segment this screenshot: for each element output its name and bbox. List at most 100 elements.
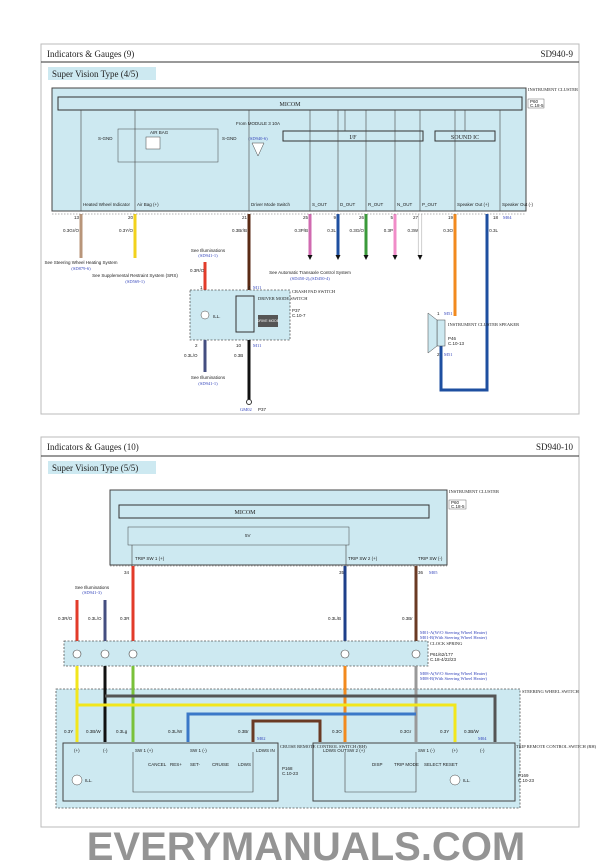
connector-id: M51 [444,352,453,357]
cruise-button-label: LDWS [238,762,251,767]
illum-note-top: See Illuminations [191,248,226,253]
wire-label: 0.3L/O [184,353,198,358]
ill-label: ILL. [85,778,93,783]
pin-number: 1 [200,285,203,290]
trip-ref: P169 [518,773,529,778]
terminal-label: (+) [452,748,458,753]
wire-label: 0.3L/O [88,616,102,621]
terminal-label: LDWS OUT [323,748,347,753]
pin-number: 10 [236,343,242,348]
trip-sw1-label: TRIP SW 1 (+) [135,556,165,561]
bottom-title: Indicators & Gauges (10) [47,442,139,452]
pin-function-label: P_OUT [422,202,437,207]
illum-ref[interactable]: (SD941-3) [82,590,102,595]
pin-number: 21 [242,215,248,220]
wire-label: 0.3W [407,228,418,233]
airbag-label: AIR BAG [150,130,169,135]
clock-spring-coil-icon [72,649,82,659]
top-code: SD940-9 [540,49,573,59]
atcs-ref[interactable]: (SD450-2),(SD450-4) [290,276,330,282]
wire-label: 0.3Y [64,729,73,734]
clock-ref: P61/62/177 [430,652,454,657]
bottom-code: SD940-10 [536,442,574,452]
watermark: EVERYMANUALS.COM [87,825,526,866]
pin-function-label: D_OUT [340,202,356,207]
ill-label: ILL. [213,314,221,319]
wire-label: 0.3P/B [294,228,308,233]
system-ref[interactable]: (SD879-6) [71,266,91,271]
terminal-label: SW 2 (+) [347,748,365,753]
pin-function-label: Driver Mode Switch [251,202,291,207]
crash-pad-label: CRASH PAD SWITCH [292,289,336,294]
system-ref[interactable]: (SD569-1) [125,279,145,284]
connector-id: M11 [253,343,261,348]
micom-label-2: MICOM [234,510,256,516]
driver-mode-label: DRIVER MODE SWITCH [258,296,308,301]
5v-label: 5V [245,533,251,538]
wire-label: 0.3Gr/O [63,228,80,233]
pin-function-label: Air Bag (+) [137,202,159,207]
clock-spring-coil-icon [128,649,138,659]
pin-number: 9 [333,215,336,220]
speaker-label: INSTRUMENT CLUSTER SPEAKER [448,322,519,327]
top-diagram: Indicators & Gauges (9) SD940-9 Super Vi… [40,43,580,415]
terminal-label: SW 1 (+) [135,748,153,753]
pin-number: 5 [390,215,393,220]
connector-id: M04 [478,736,487,741]
terminal-label: SW 1 (-) [190,748,207,753]
pin-function-label: Speaker Out (-) [502,202,534,207]
top-title: Indicators & Gauges (9) [47,49,134,59]
steering-wheel-switch-label: STEERING WHEEL SWITCH [522,689,579,694]
pin-function-label: R_OUT [368,202,384,207]
driver-mode-switch-symbol [235,295,255,333]
cruise-button-label: CRUISE [212,762,229,767]
speaker-ref: P46 [448,336,457,341]
bottom-section: Super Vision Type (5/5) [52,463,138,473]
cluster-ref2: C.18-5 [530,103,544,108]
connector-id: M51 [444,311,453,316]
ground-ref: P37 [258,407,267,412]
wire-label: 0.3L/B [328,616,341,621]
trip-button-label: DISP [372,762,383,767]
cruise-button-label: RES+ [170,762,182,767]
wire-label: 0.3L [489,228,498,233]
pin-number: 18 [493,215,499,220]
pin-number: 25 [303,215,309,220]
pin-function-label: N_OUT [397,202,413,207]
airbag-icon [145,136,161,150]
bottom-diagram: Indicators & Gauges (10) SD940-10 Super … [40,436,597,828]
speaker-icon [436,319,446,347]
wire-label: 0.3B/W [464,729,480,734]
cluster-ref: P60 [530,99,539,104]
connector-id: M11 [253,285,261,290]
cluster-ref: P60 [451,500,460,505]
ground-id: GM02 [240,407,252,412]
illum-ref-top[interactable]: (SD941-1) [198,253,218,258]
lamp-icon [449,774,461,786]
drive-mode-button-icon [258,315,278,327]
cruise-ref2: C.10-23 [282,771,299,776]
illum-ref-bot[interactable]: (SD941-1) [198,381,218,386]
cruise-button-label: CANCEL [148,762,167,767]
from-module-ref[interactable]: (SD940-6) [248,136,268,141]
trip-button-label: TRIP MODE [394,762,419,767]
trip-remote-switch [312,742,516,802]
wire-label: 0.3Br [402,616,413,621]
wire-label: 0.3Gr [400,729,412,734]
clock-spring-label: CLOCK SPRING [430,641,463,646]
wire-label: 0.3G/O [349,228,364,233]
top-section: Super Vision Type (4/5) [52,69,138,79]
sgnd-label-2: S-GND [222,136,237,141]
wire-label: 0.3Lg [116,729,128,734]
connector-id: M05 [429,570,438,575]
wire-label: 0.3Br/B [232,228,247,233]
terminal-label: (+) [74,748,80,753]
pin-number: 2 [437,352,440,357]
wire-label: 0.3Br [238,729,249,734]
wire-label: 0.3L/W [168,729,183,734]
system-note: See Supplemental Restraint System (SRS) [92,273,178,278]
connector-id: M02 [257,736,266,741]
wire-label: 0.3L [327,228,336,233]
wire-label: 0.3R [120,616,130,621]
connector-note: M08-A(W/O Steering Wheel Heater) [420,671,488,676]
